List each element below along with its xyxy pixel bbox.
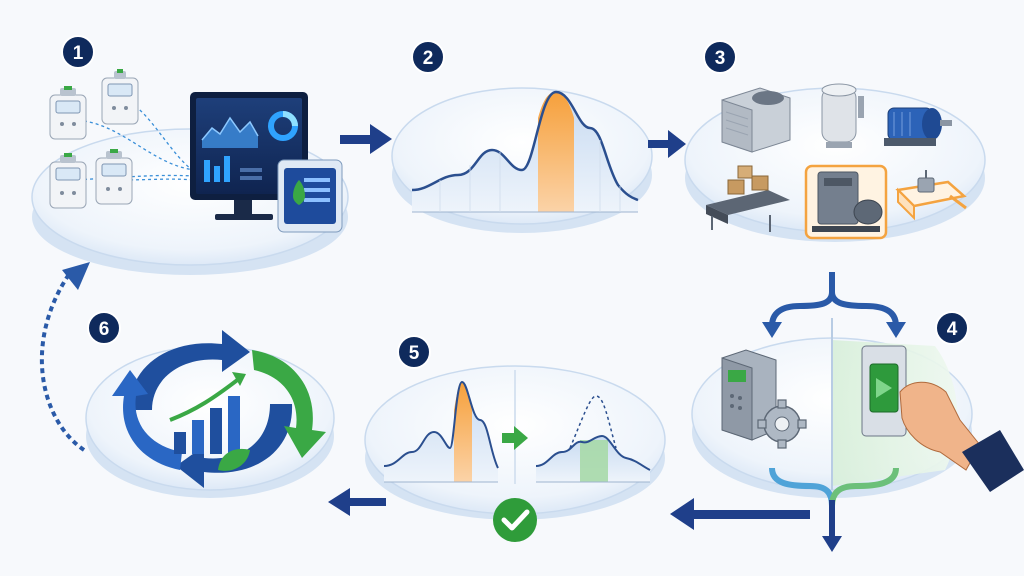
electric-motor-icon <box>884 107 952 146</box>
checkmark-icon <box>493 498 537 542</box>
pump-icon <box>895 170 967 221</box>
arrow-head-down <box>822 536 842 552</box>
peak-before-icon <box>383 380 499 483</box>
step3-panel <box>684 83 986 242</box>
arrow-head-right <box>886 322 906 338</box>
cycle-arrows-growth-icon <box>112 330 326 488</box>
step-badge-3: 3 <box>703 40 737 74</box>
controller-gear-icon <box>721 349 807 449</box>
step-badge-4: 4 <box>935 311 969 345</box>
smart-meter-icon <box>95 149 133 205</box>
step-number-2: 2 <box>423 48 434 69</box>
step-badge-1: 1 <box>61 35 95 69</box>
smart-meter-icon <box>49 153 87 209</box>
step-number-3: 3 <box>715 48 726 69</box>
step5-panel <box>364 365 666 542</box>
step-badge-2: 2 <box>411 40 445 74</box>
flow-arrow-4-5 <box>670 498 810 530</box>
manual-switch-hand-icon <box>861 345 1024 492</box>
step-badge-5: 5 <box>397 335 431 369</box>
flow-arrow-4-merge <box>769 467 899 540</box>
flow-arrow-5-6 <box>328 488 386 516</box>
step6-panel <box>85 330 335 498</box>
demand-peak-curve-icon <box>411 90 639 213</box>
water-heater-icon <box>821 83 864 148</box>
flow-arrow-1-2 <box>340 124 392 154</box>
step-badge-6: 6 <box>87 311 121 345</box>
step-number-5: 5 <box>409 343 420 364</box>
step-number-6: 6 <box>99 319 110 340</box>
conveyor-icon <box>706 165 790 232</box>
flow-arrow-6-1 <box>39 262 90 452</box>
compressor-icon <box>804 164 888 240</box>
step-number-1: 1 <box>73 43 84 64</box>
step2-panel <box>391 87 653 233</box>
smart-meter-icon <box>101 69 139 125</box>
flow-arrow-3-4-split <box>769 272 899 327</box>
step1-panel <box>31 69 349 275</box>
smart-meter-icon <box>49 86 87 140</box>
monitor-dashboard-icon <box>190 92 308 220</box>
flow-arrow-2-3 <box>648 130 686 158</box>
shift-arrow <box>502 426 528 450</box>
step-number-4: 4 <box>947 319 958 340</box>
server-unit-icon <box>277 159 343 233</box>
peak-after-icon <box>535 395 651 483</box>
hvac-unit-icon <box>721 87 791 153</box>
arrow-head-left <box>762 322 782 338</box>
step4-panel <box>691 318 1024 498</box>
